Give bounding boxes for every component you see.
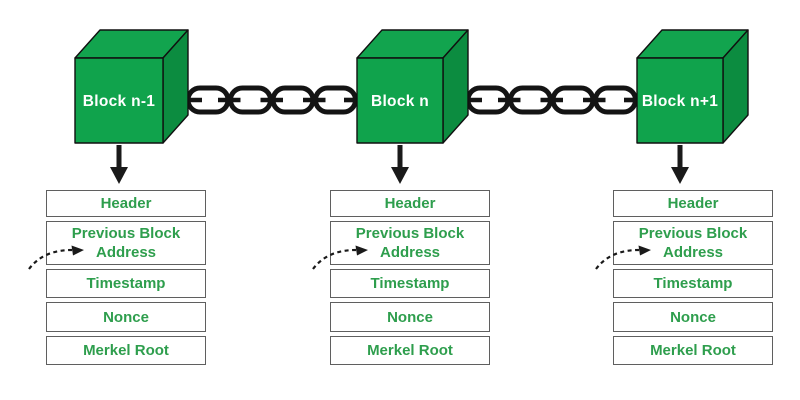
field-box-timestamp: Timestamp: [613, 269, 773, 298]
block-fields-column-n-1: Header Previous Block Address Timestamp …: [46, 190, 206, 369]
chain-link-icon: [181, 85, 360, 115]
block-fields-column-n: Header Previous Block Address Timestamp …: [330, 190, 490, 369]
down-arrow-icon: [110, 145, 128, 184]
block-cube-n-plus-1: Block n+1: [636, 29, 749, 144]
dashed-arrow-icon: [595, 245, 651, 270]
field-box-previous-block-address: Previous Block Address: [613, 221, 773, 265]
field-box-merkel-root: Merkel Root: [613, 336, 773, 365]
field-box-previous-block-address: Previous Block Address: [46, 221, 206, 265]
down-arrow-icon: [391, 145, 409, 184]
dashed-arrow-icon: [28, 245, 84, 270]
field-box-merkel-root: Merkel Root: [46, 336, 206, 365]
field-box-previous-block-address: Previous Block Address: [330, 221, 490, 265]
chain-link-icon: [462, 85, 640, 115]
field-box-header: Header: [46, 190, 206, 217]
field-box-nonce: Nonce: [613, 302, 773, 332]
cube-front-face: [356, 57, 444, 144]
block-label: Block n-1: [83, 93, 156, 110]
block-fields-column-n-plus-1: Header Previous Block Address Timestamp …: [613, 190, 773, 369]
block-cube-n-1: Block n-1: [74, 29, 189, 144]
down-arrow-icon: [671, 145, 689, 184]
cube-front-face: [74, 57, 164, 144]
block-label: Block n: [371, 93, 429, 110]
field-box-header: Header: [330, 190, 490, 217]
cube-front-face: [636, 57, 724, 144]
field-box-nonce: Nonce: [330, 302, 490, 332]
block-label: Block n+1: [642, 93, 718, 110]
field-box-merkel-root: Merkel Root: [330, 336, 490, 365]
dashed-arrow-icon: [312, 245, 368, 270]
field-box-timestamp: Timestamp: [330, 269, 490, 298]
field-box-header: Header: [613, 190, 773, 217]
blocks-and-chain-graphic: Block n-1 Block n Block n+1: [74, 29, 749, 184]
field-box-nonce: Nonce: [46, 302, 206, 332]
block-cube-n: Block n: [356, 29, 469, 144]
field-box-timestamp: Timestamp: [46, 269, 206, 298]
